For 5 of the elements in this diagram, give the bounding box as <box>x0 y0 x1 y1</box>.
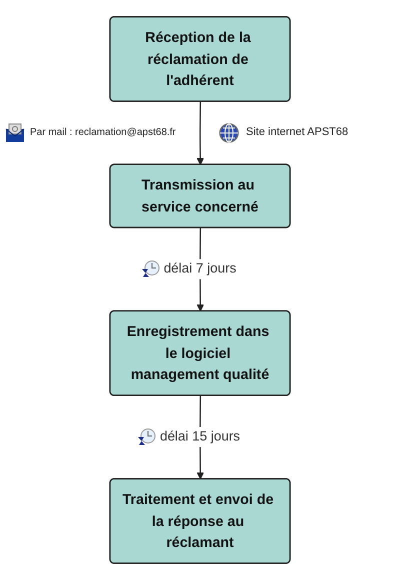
side-text: Site internet APST68 <box>246 126 348 138</box>
arrow <box>196 102 204 166</box>
edge-label: délai 15 jours <box>160 429 240 444</box>
side-text: Par mail : reclamation@apst68.fr <box>30 126 176 138</box>
edge-label: délai 7 jours <box>164 262 236 276</box>
